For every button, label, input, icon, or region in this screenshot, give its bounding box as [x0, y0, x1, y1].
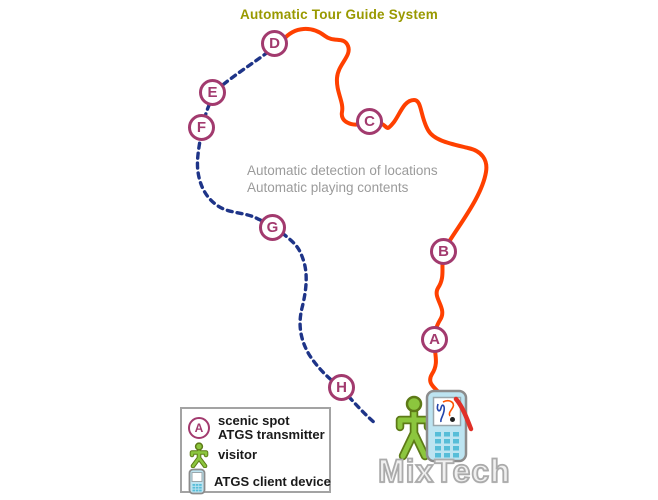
legend-label-client-device: ATGS client device: [214, 473, 331, 489]
legend-label-line-1: scenic spot: [218, 413, 290, 428]
screen-map-orange: [442, 400, 455, 417]
route-dashed-path: [195, 50, 378, 426]
route-solid-path: [281, 27, 489, 398]
legend-box: A scenic spot ATGS transmitter visitor: [180, 407, 331, 495]
legend-row-visitor: visitor: [188, 442, 324, 468]
feature-caption: Automatic detection of locations Automat…: [247, 162, 438, 196]
client-device-icon: [188, 468, 206, 495]
scenic-spot-marker-b: B: [430, 238, 457, 265]
scenic-spot-legend-icon: A: [188, 417, 210, 439]
visitor-icon: [189, 442, 209, 468]
route-solid-tail: [453, 396, 474, 432]
device-keypad: [435, 432, 459, 458]
scenic-spot-marker-e: E: [199, 79, 226, 106]
scenic-spot-marker-g: G: [259, 214, 286, 241]
legend-label-visitor: visitor: [218, 447, 258, 462]
visitor-head: [405, 395, 423, 413]
legend-label-line-2: ATGS transmitter: [218, 427, 325, 442]
scenic-spot-marker-a: A: [421, 326, 448, 353]
page-title: Automatic Tour Guide System: [240, 7, 438, 22]
mixtech-logo: MixTech: [377, 452, 511, 490]
scenic-spot-marker-f: F: [188, 114, 215, 141]
caption-line-1: Automatic detection of locations: [247, 163, 438, 178]
scenic-spot-marker-c: C: [356, 108, 383, 135]
screen-map-blue: [436, 403, 445, 423]
visitor-figure: [395, 395, 433, 461]
scenic-spot-marker-h: H: [328, 374, 355, 401]
legend-row-client-device: ATGS client device: [188, 468, 331, 495]
scenic-spot-marker-d: D: [261, 30, 288, 57]
screen-position-dot: [450, 417, 455, 422]
legend-row-scenic-spot: A scenic spot ATGS transmitter: [188, 414, 325, 442]
legend-label-scenic-spot: scenic spot ATGS transmitter: [218, 414, 325, 442]
caption-line-2: Automatic playing contents: [247, 180, 409, 195]
client-device: [425, 389, 468, 463]
